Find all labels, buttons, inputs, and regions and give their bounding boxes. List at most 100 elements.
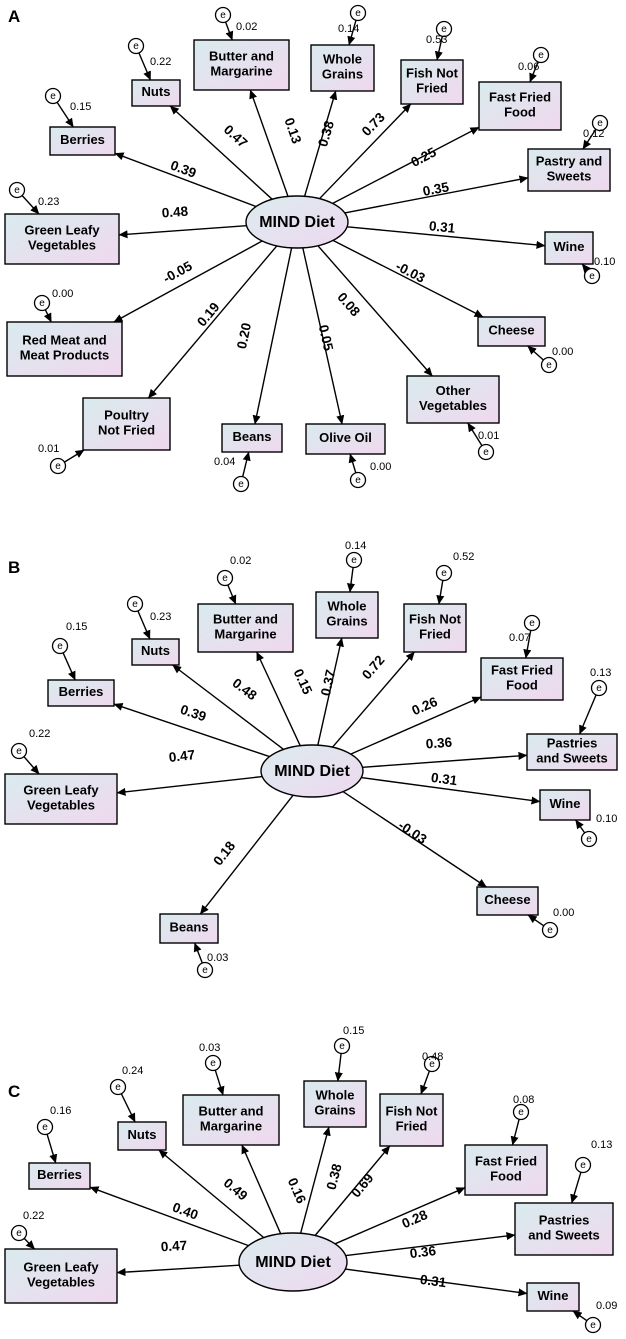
- error-label: e: [590, 1320, 596, 1331]
- error-label: e: [57, 641, 63, 652]
- indicator-box: [400, 59, 464, 105]
- indicator-box: [406, 375, 500, 424]
- indicator-box: [4, 773, 118, 825]
- path-arrow-whole-grains: [317, 637, 344, 746]
- error-circle: [33, 294, 51, 312]
- explained-variance: 0.04: [214, 456, 235, 468]
- error-circle: [126, 595, 144, 613]
- error-circle: [36, 1118, 54, 1136]
- path-arrow-fish: [331, 651, 415, 748]
- error-circle: [584, 1316, 602, 1334]
- error-circle: [540, 356, 558, 374]
- error-term: e: [127, 37, 145, 55]
- explained-variance: 0.00: [553, 907, 574, 919]
- explained-variance: 0.53: [426, 34, 447, 46]
- error-label: e: [220, 10, 226, 21]
- path-coefficient: 0.20: [234, 321, 254, 350]
- error-label: e: [538, 50, 544, 61]
- error-label: e: [39, 298, 45, 309]
- path-arrows: [89, 1126, 528, 1297]
- path-coefficient: 0.47: [160, 1238, 187, 1255]
- explained-variance: 0.08: [513, 1094, 534, 1106]
- latent-ellipse: [260, 744, 364, 798]
- indicator-label: Berries: [59, 684, 104, 699]
- indicator-box: [315, 591, 379, 639]
- path-arrow-greens: [116, 1264, 240, 1277]
- error-arrow: [434, 36, 443, 61]
- error-arrow: [575, 819, 586, 834]
- error-circle: [44, 87, 62, 105]
- latent-label: MIND Diet: [259, 214, 335, 231]
- error-label: e: [355, 475, 361, 486]
- path-arrow-cheese: [332, 239, 484, 318]
- path-coefficient: 0.18: [210, 838, 238, 868]
- path-arrow-whole-grains: [303, 90, 338, 197]
- explained-variance: 0.01: [38, 443, 59, 455]
- path-arrow-beans: [252, 247, 293, 425]
- error-circle: [541, 921, 559, 939]
- path-arrow-fish: [318, 103, 412, 200]
- indicator-box: [478, 81, 562, 131]
- path-arrow-wine: [345, 1268, 528, 1297]
- path-arrow-olive-oil: [302, 247, 345, 425]
- error-label: e: [133, 41, 139, 52]
- indicator-box: [28, 1162, 91, 1190]
- error-label: e: [596, 683, 602, 694]
- path-arrow-pastry: [345, 1232, 516, 1257]
- latent-mind-diet: MIND Diet: [260, 744, 364, 798]
- error-arrow: [346, 567, 356, 593]
- error-term: e: [10, 742, 28, 760]
- path-arrow-berries: [89, 1186, 249, 1247]
- path-coefficient: -0.03: [396, 817, 430, 847]
- error-label: e: [483, 447, 489, 458]
- error-label: e: [50, 91, 56, 102]
- error-arrow: [523, 630, 532, 659]
- error-arrow: [224, 21, 234, 41]
- error-label: e: [55, 461, 61, 472]
- error-circle: [435, 564, 453, 582]
- indicator-cheese: Cheese: [476, 886, 539, 916]
- error-term: e: [523, 614, 541, 632]
- error-term: e: [540, 356, 558, 374]
- error-label: e: [589, 271, 595, 282]
- error-label: e: [16, 1228, 22, 1239]
- error-circle: [423, 1055, 441, 1073]
- path-arrow-berries: [113, 702, 270, 758]
- indicator-label: Wine: [538, 1288, 569, 1303]
- error-term: e: [435, 20, 453, 38]
- indicator-box: [182, 1094, 280, 1146]
- indicator-label: Nuts: [128, 1127, 157, 1142]
- path-arrow-fast-fried: [350, 696, 482, 755]
- explained-variance: 0.02: [230, 555, 251, 567]
- path-arrow-berries: [114, 152, 257, 208]
- explained-variance: 0.24: [122, 1065, 143, 1077]
- error-term: e: [214, 6, 232, 24]
- explained-variance: 0.15: [66, 621, 87, 633]
- error-label: e: [115, 1082, 121, 1093]
- error-label: e: [132, 599, 138, 610]
- indicator-berries: Berries: [49, 126, 116, 156]
- error-arrow: [436, 580, 445, 605]
- path-coefficient: 0.47: [221, 122, 251, 151]
- indicator-box: [4, 1248, 118, 1304]
- error-term: e: [44, 87, 62, 105]
- explained-variance: 0.12: [583, 128, 604, 140]
- indicator-wine: Wine: [539, 789, 591, 821]
- error-circle: [333, 1037, 351, 1055]
